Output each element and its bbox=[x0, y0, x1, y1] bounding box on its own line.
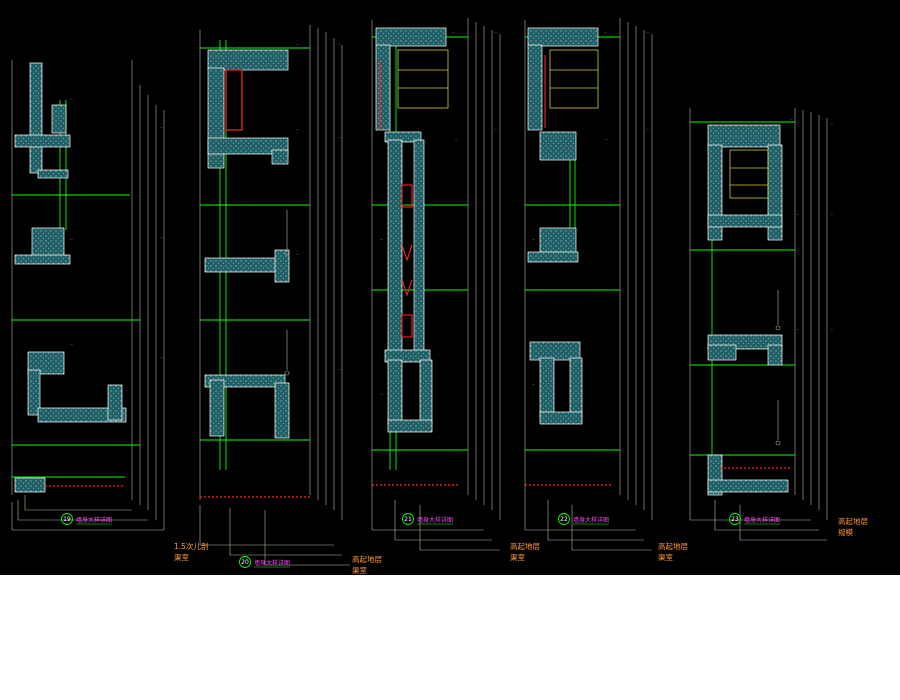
section-21-vertical-lines bbox=[371, 18, 501, 520]
svg-text:---: --- bbox=[790, 117, 793, 121]
section-bubble-21 bbox=[402, 513, 414, 525]
svg-text:---: --- bbox=[338, 367, 341, 371]
section-21-walls bbox=[375, 27, 447, 433]
section-19-walls bbox=[14, 62, 127, 493]
section-21-yellow-glazing bbox=[397, 49, 449, 109]
svg-text:---: --- bbox=[160, 235, 163, 239]
section-20-red-window bbox=[225, 69, 243, 131]
section-22-vertical-lines bbox=[524, 18, 653, 520]
section-number-22: 22 bbox=[560, 516, 568, 523]
svg-text:---: --- bbox=[532, 237, 535, 241]
svg-text:---: --- bbox=[532, 382, 535, 386]
svg-text:---: --- bbox=[70, 97, 73, 101]
svg-text:---: --- bbox=[380, 392, 383, 396]
svg-text:---: --- bbox=[494, 127, 497, 131]
svg-text:---: --- bbox=[830, 327, 833, 331]
svg-text:---: --- bbox=[455, 137, 458, 141]
section-21-dimension-lines bbox=[371, 495, 500, 551]
svg-text:---: --- bbox=[646, 127, 649, 131]
section-19-tiny-annotations: --- --- --- --- --- --- bbox=[70, 97, 163, 359]
section-20-walls bbox=[204, 49, 290, 439]
section-22-detail: --- --- --- --- --- --- bbox=[524, 18, 653, 551]
section-label-19: 19 墙身大样详图 bbox=[61, 513, 112, 525]
section-21-red-markers bbox=[379, 60, 413, 338]
section-label-21: 21 墙身大样详图 bbox=[402, 513, 453, 525]
section-23-walls bbox=[707, 124, 789, 496]
section-19-vertical-lines bbox=[11, 60, 165, 530]
section-20-dimension-lines bbox=[199, 505, 350, 566]
section-caption-21: 墙身大样详图 bbox=[417, 516, 453, 524]
section-23-fixtures bbox=[775, 290, 781, 446]
svg-text:---: --- bbox=[494, 30, 497, 34]
cad-drawing-canvas: --- --- --- --- --- --- bbox=[0, 0, 900, 575]
note-3: 高起地层 渠室 bbox=[510, 541, 540, 562]
section-19-dimension-lines bbox=[11, 495, 164, 531]
section-21-tiny-annotations: --- --- --- --- --- --- bbox=[380, 30, 497, 396]
section-caption-20: 墙身大样详图 bbox=[254, 559, 290, 567]
note-5: 高起地层 规模 bbox=[838, 516, 868, 537]
section-23-yellow-glazing bbox=[729, 149, 769, 199]
note-5-line-2: 规模 bbox=[838, 527, 853, 537]
note-1-line-2: 渠室 bbox=[174, 552, 189, 562]
svg-text:---: --- bbox=[452, 30, 455, 34]
note-5-line-1: 高起地层 bbox=[838, 516, 868, 526]
svg-text:---: --- bbox=[70, 237, 73, 241]
section-caption-23: 墙身大样详图 bbox=[744, 516, 780, 524]
note-1: 1.5次儿剖 渠室 bbox=[174, 541, 208, 562]
section-bubble-22 bbox=[558, 513, 570, 525]
section-22-walls bbox=[527, 27, 599, 425]
note-3-line-1: 高起地层 bbox=[510, 541, 540, 551]
note-4-line-1: 高起地层 bbox=[658, 541, 688, 551]
section-label-22: 22 墙身大样详图 bbox=[558, 513, 609, 525]
svg-text:---: --- bbox=[646, 30, 649, 34]
svg-text:---: --- bbox=[830, 122, 833, 126]
section-number-21: 21 bbox=[404, 516, 412, 523]
section-number-20: 20 bbox=[241, 559, 249, 566]
section-number-19: 19 bbox=[63, 516, 71, 523]
svg-text:---: --- bbox=[605, 137, 608, 141]
svg-text:---: --- bbox=[338, 42, 341, 46]
note-2-line-2: 渠室 bbox=[352, 565, 367, 575]
note-4: 高起地层 渠室 bbox=[658, 541, 688, 562]
section-caption-22: 墙身大样详图 bbox=[573, 516, 609, 524]
section-20-fixtures bbox=[284, 210, 290, 376]
section-23-tiny-annotations: --- --- --- --- --- --- bbox=[790, 117, 833, 331]
note-1-line-1: 1.5次儿剖 bbox=[174, 541, 208, 551]
section-bubble-19 bbox=[61, 513, 73, 525]
section-label-23: 23 墙身大样详图 bbox=[729, 513, 780, 525]
svg-text:---: --- bbox=[796, 327, 799, 331]
section-23-detail: --- --- --- --- --- --- bbox=[689, 108, 833, 541]
svg-text:---: --- bbox=[160, 355, 163, 359]
svg-text:---: --- bbox=[160, 125, 163, 129]
section-21-detail: --- --- --- --- --- --- bbox=[371, 18, 501, 551]
section-22-tiny-annotations: --- --- --- --- --- --- bbox=[532, 30, 649, 386]
svg-text:---: --- bbox=[70, 342, 73, 346]
svg-text:---: --- bbox=[604, 30, 607, 34]
section-20-vertical-lines bbox=[199, 25, 343, 520]
section-label-20: 20 墙身大样详图 bbox=[239, 556, 290, 568]
svg-text:---: --- bbox=[380, 237, 383, 241]
svg-text:---: --- bbox=[796, 212, 799, 216]
section-22-yellow-glazing bbox=[549, 49, 599, 109]
section-22-dimension-lines bbox=[524, 495, 652, 551]
svg-text:---: --- bbox=[830, 212, 833, 216]
note-3-line-2: 渠室 bbox=[510, 552, 525, 562]
section-caption-19: 墙身大样详图 bbox=[76, 516, 112, 524]
svg-text:---: --- bbox=[296, 252, 299, 256]
section-19-detail: --- --- --- --- --- --- bbox=[11, 60, 165, 531]
section-bubble-20 bbox=[239, 556, 251, 568]
note-2: 高起地层 渠室 bbox=[352, 554, 382, 575]
note-4-line-2: 渠室 bbox=[658, 552, 673, 562]
section-20-detail: --- --- --- --- --- --- bbox=[199, 25, 350, 566]
svg-text:---: --- bbox=[338, 135, 341, 139]
section-bubble-23 bbox=[729, 513, 741, 525]
svg-text:---: --- bbox=[296, 127, 299, 131]
section-number-23: 23 bbox=[731, 516, 739, 523]
note-2-line-1: 高起地层 bbox=[352, 554, 382, 564]
section-23-vertical-lines bbox=[689, 108, 828, 520]
section-20-tiny-annotations: --- --- --- --- --- --- bbox=[296, 42, 341, 371]
svg-text:---: --- bbox=[296, 42, 299, 46]
